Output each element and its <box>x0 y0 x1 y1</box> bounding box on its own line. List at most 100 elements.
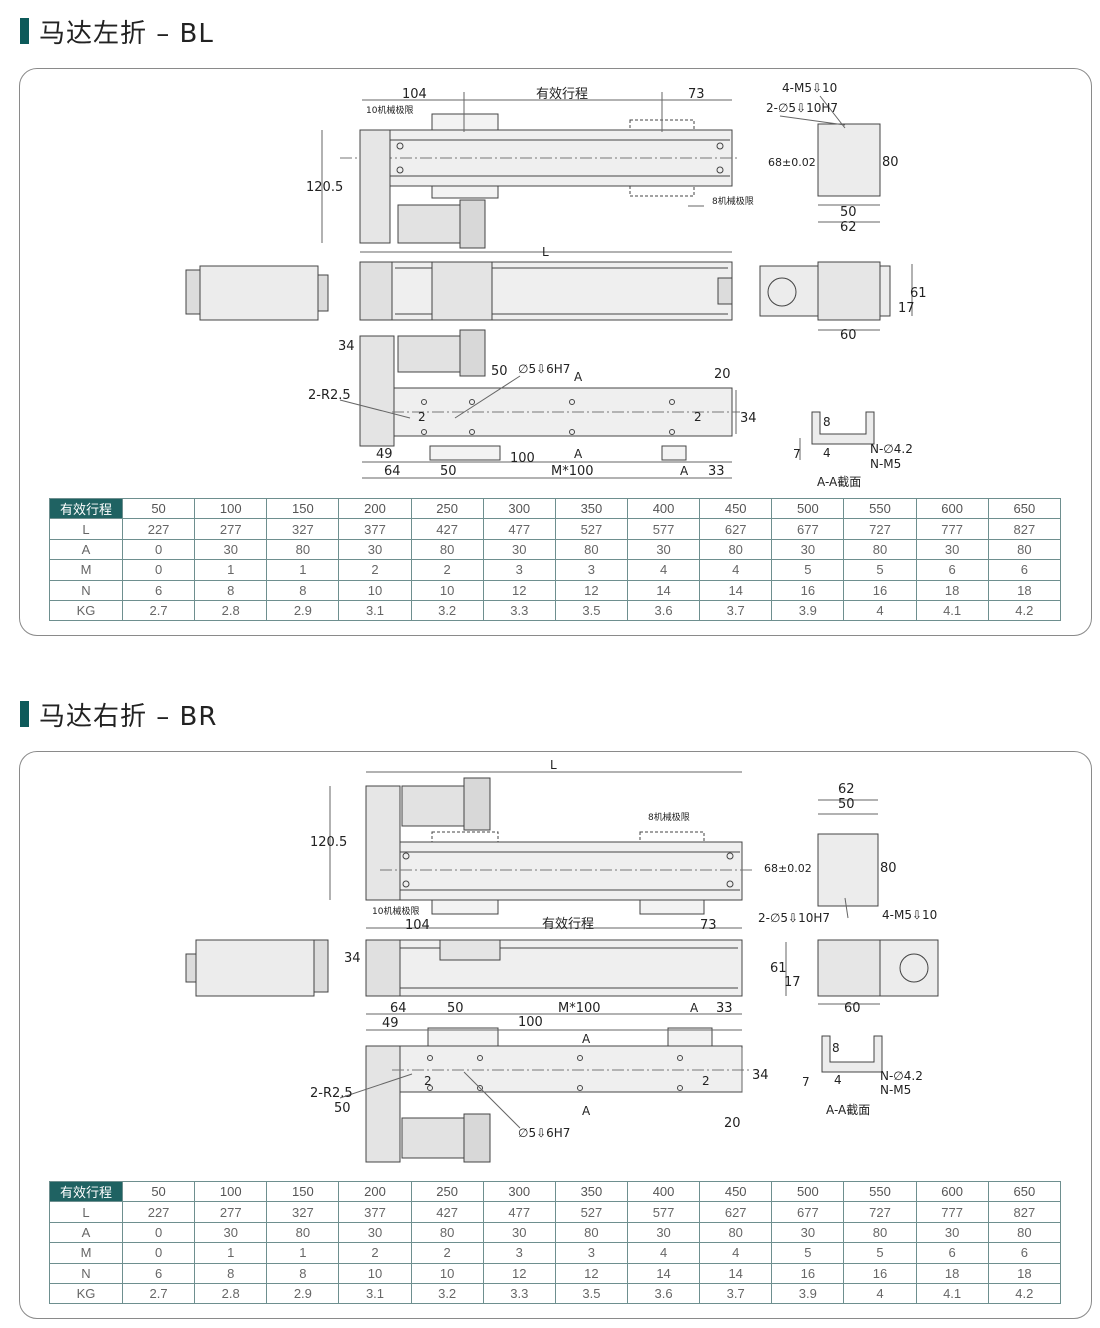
dim-stroke-label: 有效行程 <box>542 917 594 932</box>
table-cell: 10 <box>410 579 484 601</box>
table-cell: 477 <box>482 518 556 540</box>
table-cell: 727 <box>843 518 917 540</box>
dim-50-bottom: 50 <box>440 464 457 479</box>
table-cell: 4.2 <box>987 599 1062 622</box>
table-cell: 6 <box>915 559 989 581</box>
table-cell: 450 <box>699 497 773 520</box>
table-cell: 6 <box>987 1242 1062 1264</box>
dim-73: 73 <box>688 87 705 102</box>
section-title-bl: 马达左折 – BL <box>20 14 214 49</box>
label-n42: N-∅4.2 <box>870 442 913 456</box>
label-h7: 2-∅5⇩10H7 <box>758 911 830 925</box>
label-limit-10: 10机械极限 <box>372 905 419 917</box>
table-cell: 577 <box>626 1201 701 1223</box>
table-cell: 627 <box>699 518 773 540</box>
dim-49: 49 <box>376 447 393 462</box>
table-cell: 327 <box>266 518 340 540</box>
label-section-aa: A-A截面 <box>817 475 861 489</box>
label-A-bottom: A <box>574 447 583 461</box>
table-cell: 4.1 <box>915 599 989 622</box>
table-cell: 4 <box>699 1242 773 1264</box>
row-label: KG <box>49 599 123 622</box>
table-cell: 18 <box>915 579 989 601</box>
table-cell: 4 <box>626 1242 701 1264</box>
label-two-right: 2 <box>694 410 702 424</box>
dim-34-right: 34 <box>752 1068 769 1083</box>
table-cell: 650 <box>987 1180 1062 1203</box>
dim-33: 33 <box>716 1001 733 1016</box>
table-cell: 5 <box>843 1242 917 1264</box>
label-two-left: 2 <box>424 1074 432 1088</box>
table-cell: 30 <box>482 1221 556 1244</box>
table-cell: 550 <box>843 497 917 520</box>
table-cell: 3 <box>554 559 628 581</box>
table-cell: 16 <box>771 579 845 601</box>
row-label: N <box>49 1262 123 1284</box>
table-cell: 150 <box>266 1180 340 1203</box>
table-cell: 400 <box>626 497 701 520</box>
section-title-text: 马达左折 – BL <box>39 18 214 49</box>
table-cell: 30 <box>915 538 989 561</box>
table-cell: 0 <box>121 1221 196 1244</box>
table-cell: 50 <box>121 497 196 520</box>
table-cell: 0 <box>121 1242 196 1264</box>
table-cell: 14 <box>626 1262 701 1284</box>
dim-80: 80 <box>880 861 897 876</box>
label-A-bottom: A <box>582 1104 591 1118</box>
table-cell: 8 <box>266 579 340 601</box>
table-cell: 500 <box>771 1180 845 1203</box>
table-cell: 2 <box>338 559 412 581</box>
table-cell: 1 <box>266 559 340 581</box>
dim-61: 61 <box>770 961 787 976</box>
label-r25: 2-R2.5 <box>310 1086 353 1101</box>
table-cell: 3.3 <box>482 1282 556 1305</box>
table-cell: 80 <box>987 538 1062 561</box>
end-view-top <box>817 833 879 907</box>
label-hole: ∅5⇩6H7 <box>518 362 570 376</box>
table-cell: 30 <box>771 1221 845 1244</box>
table-cell: 777 <box>915 1201 989 1223</box>
table-cell: 2.8 <box>194 599 268 622</box>
dim-8: 8 <box>823 415 831 429</box>
table-cell: 477 <box>482 1201 556 1223</box>
table-cell: 80 <box>843 538 917 561</box>
table-cell: 50 <box>121 1180 196 1203</box>
table-cell: 427 <box>410 1201 484 1223</box>
table-cell: 550 <box>843 1180 917 1203</box>
table-cell: 227 <box>121 518 196 540</box>
table-cell: 527 <box>554 1201 628 1223</box>
table-cell: 8 <box>266 1262 340 1284</box>
table-cell: 0 <box>121 559 196 581</box>
dim-7: 7 <box>802 1075 810 1089</box>
table-header-stroke: 有效行程 <box>49 1180 123 1203</box>
row-label: KG <box>49 1282 123 1305</box>
dim-17: 17 <box>898 301 915 316</box>
table-cell: 30 <box>626 538 701 561</box>
table-cell: 3.6 <box>626 599 701 622</box>
technical-drawing-bl: 104 有效行程 73 10机械极限 8机械极限 120.5 L 34 50 ∅… <box>185 81 927 489</box>
table-cell: 80 <box>699 1221 773 1244</box>
table-cell: 527 <box>554 518 628 540</box>
dim-50-top: 50 <box>491 364 508 379</box>
table-cell: 300 <box>482 497 556 520</box>
label-limit-8: 8机械极限 <box>712 195 754 207</box>
label-two-right: 2 <box>702 1074 710 1088</box>
dim-104: 104 <box>405 918 430 933</box>
table-cell: 80 <box>410 1221 484 1244</box>
table-cell: 10 <box>338 579 412 601</box>
dim-50-bottom: 50 <box>334 1101 351 1116</box>
table-cell: 327 <box>266 1201 340 1223</box>
table-cell: 6 <box>987 559 1062 581</box>
title-accent-bar <box>20 18 29 44</box>
dim-104: 104 <box>402 87 427 102</box>
table-cell: 6 <box>121 1262 196 1284</box>
table-cell: 3.2 <box>410 1282 484 1305</box>
table-cell: 3.6 <box>626 1282 701 1305</box>
table-cell: 16 <box>843 1262 917 1284</box>
table-cell: 80 <box>554 1221 628 1244</box>
table-cell: 12 <box>482 1262 556 1284</box>
label-hole: ∅5⇩6H7 <box>518 1126 570 1140</box>
table-cell: 30 <box>194 538 268 561</box>
